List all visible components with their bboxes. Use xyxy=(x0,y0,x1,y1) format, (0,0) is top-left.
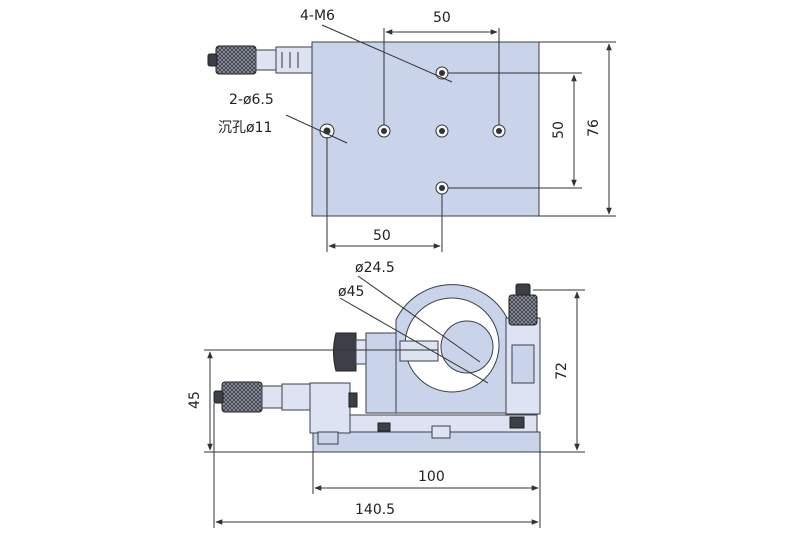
leader-through-holes xyxy=(285,114,348,144)
center-screw xyxy=(431,425,451,439)
right-screw xyxy=(509,416,525,429)
label-through-holes: 2-ø6.5 xyxy=(229,92,274,108)
dim-total-width-value: 140.5 xyxy=(355,502,395,518)
top-view: 4-M6 2-ø6.5 沉孔ø11 50 50 76 50 xyxy=(207,8,616,252)
holder-body-left xyxy=(365,332,401,414)
left-block xyxy=(309,382,351,434)
dim-height-left-value: 45 xyxy=(187,391,203,409)
base-plate xyxy=(312,431,541,453)
dim-base-width-value: 100 xyxy=(418,469,445,485)
dim-right-outer-value: 76 xyxy=(586,119,602,137)
dim-height-right-value: 72 xyxy=(554,362,570,380)
micrometer-thimble xyxy=(255,49,277,71)
upper-knob-collar xyxy=(355,339,367,365)
upper-knob xyxy=(333,332,357,372)
side-screw xyxy=(348,392,358,408)
leader-outer-diameter xyxy=(339,297,489,384)
micrometer-top-view xyxy=(207,45,313,75)
dim-bottom-value: 50 xyxy=(373,228,391,244)
label-outer-diameter: ø45 xyxy=(338,284,364,300)
front-micrometer-thimble xyxy=(261,385,283,409)
right-micrometer-sleeve xyxy=(511,344,535,384)
right-micrometer-knob xyxy=(508,294,538,326)
label-tapped-holes: 4-M6 xyxy=(300,8,335,24)
label-counterbore: 沉孔ø11 xyxy=(218,120,272,136)
dim-right-inner-value: 50 xyxy=(551,121,567,139)
front-micrometer-sleeve xyxy=(281,383,311,411)
right-micrometer-cap xyxy=(515,283,531,296)
label-inner-diameter: ø24.5 xyxy=(355,260,395,276)
micrometer-cap xyxy=(207,53,218,67)
front-view: ø24.5 ø45 45 72 100 140.5 xyxy=(187,260,585,528)
left-block-foot xyxy=(317,431,339,445)
inner-optic xyxy=(440,320,494,374)
micrometer-sleeve xyxy=(275,46,313,74)
left-screw xyxy=(377,422,391,432)
leader-tapped-holes xyxy=(321,24,453,83)
dim-top-value: 50 xyxy=(433,10,451,26)
push-rod xyxy=(399,340,439,362)
front-micrometer-knob xyxy=(221,381,263,413)
micrometer-knob xyxy=(215,45,257,75)
leader-inner-diameter xyxy=(357,275,481,363)
front-micrometer-cap xyxy=(213,390,224,404)
